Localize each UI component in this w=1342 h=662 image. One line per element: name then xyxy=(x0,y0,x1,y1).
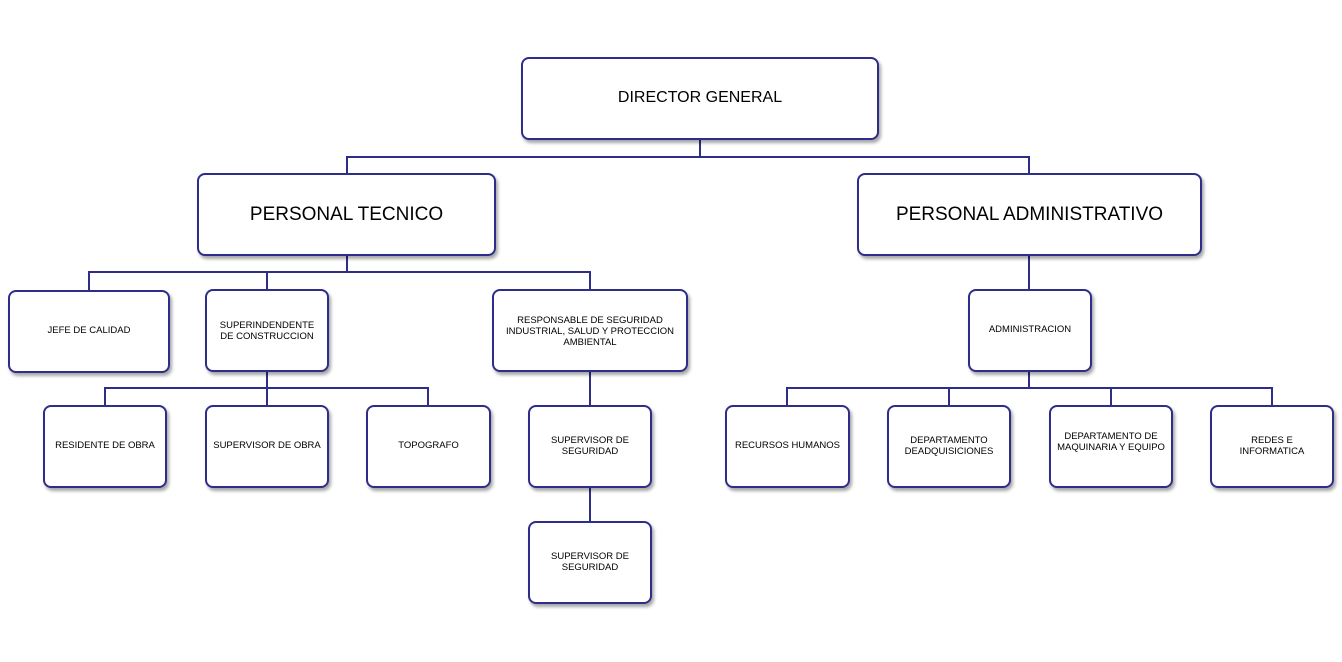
edge-tecnico-jefe-calidad xyxy=(88,256,348,290)
node-supervisor-seguridad-1: SUPERVISOR DE SEGURIDAD xyxy=(528,405,652,488)
node-supervisor-obra: SUPERVISOR DE OBRA xyxy=(205,405,329,488)
node-personal-tecnico: PERSONAL TECNICO xyxy=(197,173,496,256)
node-personal-administrativo: PERSONAL ADMINISTRATIVO xyxy=(857,173,1202,256)
edge-director-tecnico xyxy=(346,140,701,173)
edge-tecnico-responsable xyxy=(347,271,591,289)
node-administracion: ADMINISTRACION xyxy=(968,289,1092,372)
edge-admin-rrhh xyxy=(786,372,1030,405)
node-jefe-calidad: JEFE DE CALIDAD xyxy=(8,290,170,373)
edge-super-residente xyxy=(104,372,268,405)
node-redes-informatica: REDES E INFORMATICA xyxy=(1210,405,1334,488)
node-responsable-seguridad: RESPONSABLE DE SEGURIDAD INDUSTRIAL, SAL… xyxy=(492,289,688,372)
edge-admin-maquinaria xyxy=(1029,387,1112,405)
node-superintendente: SUPERINDENDENTE DE CONSTRUCCION xyxy=(205,289,329,372)
node-depto-maquinaria: DEPARTAMENTO DE MAQUINARIA Y EQUIPO xyxy=(1049,405,1173,488)
edge-admin-redes xyxy=(1111,387,1273,405)
edge-director-administrativo xyxy=(700,156,1030,173)
node-residente-obra: RESIDENTE DE OBRA xyxy=(43,405,167,488)
node-director-general: DIRECTOR GENERAL xyxy=(521,57,879,140)
node-supervisor-seguridad-2: SUPERVISOR DE SEGURIDAD xyxy=(528,521,652,604)
node-topografo: TOPOGRAFO xyxy=(366,405,491,488)
node-recursos-humanos: RECURSOS HUMANOS xyxy=(725,405,850,488)
node-depto-adquisiciones: DEPARTAMENTO DEADQUISICIONES xyxy=(887,405,1011,488)
edge-super-topografo xyxy=(267,387,429,405)
